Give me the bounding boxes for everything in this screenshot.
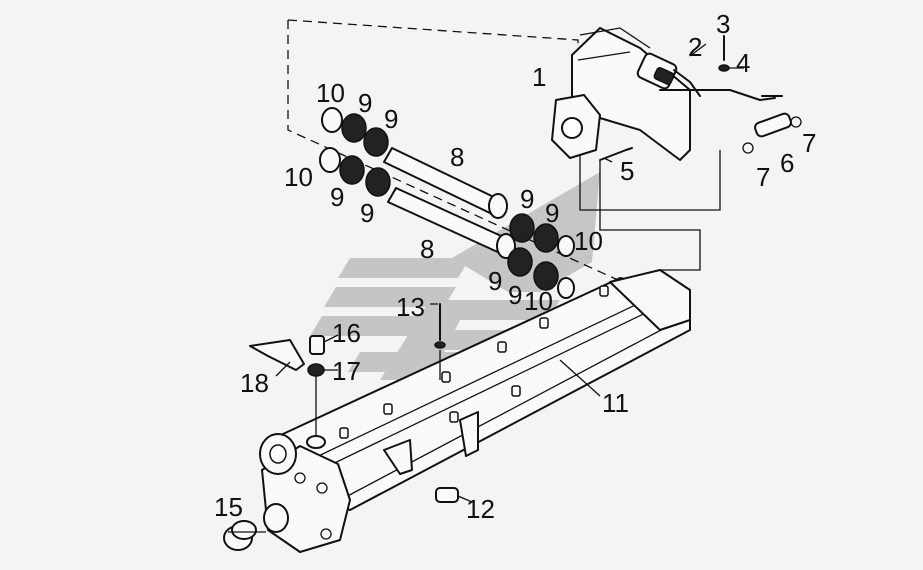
- tubes-part: [383, 147, 516, 259]
- seal-rings-right: [507, 213, 575, 299]
- callout-1: 1: [532, 62, 546, 92]
- callout-10a: 10: [316, 78, 345, 108]
- callout-9a: 9: [358, 88, 372, 118]
- callout-7a: 7: [756, 162, 770, 192]
- clip-bracket-part: [249, 339, 305, 371]
- callout-3: 3: [716, 9, 730, 39]
- callout-10b: 10: [284, 162, 313, 192]
- long-screw-part: [434, 303, 446, 380]
- callout-8b: 8: [420, 234, 434, 264]
- callout-9c: 9: [330, 182, 344, 212]
- callout-9b: 9: [384, 104, 398, 134]
- leader-lines: [228, 43, 744, 533]
- callout-13: 13: [396, 292, 425, 322]
- callout-9d: 9: [360, 198, 374, 228]
- callout-18: 18: [240, 368, 269, 398]
- callout-8a: 8: [450, 142, 464, 172]
- callout-17: 17: [332, 356, 361, 386]
- callout-11: 11: [602, 388, 629, 418]
- callout-10c: 10: [574, 226, 603, 256]
- callout-7b: 7: [802, 128, 816, 158]
- callout-labels: 1 2 3 4 5 6 7 7 8 8 9 9 9 9 9 9 9 9 10 1…: [214, 9, 816, 524]
- callout-9f: 9: [545, 198, 559, 228]
- connector-lines: [579, 150, 721, 271]
- callout-16: 16: [332, 318, 361, 348]
- pad-part: [435, 487, 459, 503]
- end-housing-part: [259, 433, 351, 553]
- callout-9e: 9: [520, 184, 534, 214]
- callout-10d: 10: [524, 286, 553, 316]
- callout-6: 6: [780, 148, 794, 178]
- callout-4: 4: [736, 48, 750, 78]
- callout-9g: 9: [488, 266, 502, 296]
- callout-12: 12: [466, 494, 495, 524]
- fitting-part: [742, 95, 802, 154]
- screw-part: [718, 35, 730, 72]
- plug-part: [223, 520, 257, 551]
- callout-9h: 9: [508, 280, 522, 310]
- callout-2: 2: [688, 32, 702, 62]
- seal-rings-left: [319, 107, 391, 197]
- bracket-part: [551, 27, 776, 161]
- callout-15: 15: [214, 492, 243, 522]
- fuel-rail-part: [269, 269, 691, 511]
- callout-5: 5: [620, 156, 634, 186]
- valve-part: [636, 52, 701, 97]
